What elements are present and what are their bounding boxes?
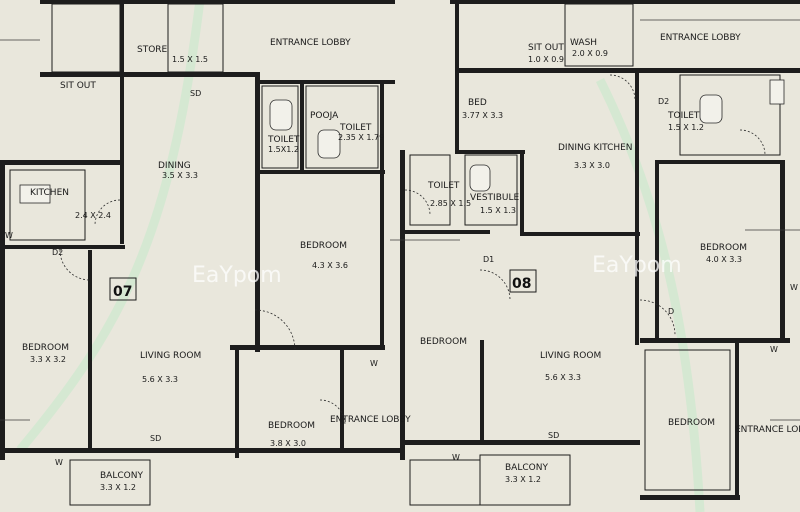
room-toilet-lobby-left-name: TOILET [267, 135, 300, 145]
room-balcony-bottom-left-name: BALCONY [100, 471, 143, 481]
tag-d2-left: D2 [52, 248, 63, 257]
tag-d-right: D [668, 307, 674, 316]
room-dining-kitchen-name: DINING KITCHEN [558, 143, 633, 153]
tag-d1: D1 [483, 255, 494, 264]
wc-fixture-3 [699, 94, 723, 124]
room-dining-left-dim: 3.5 X 3.3 [162, 171, 198, 180]
tag-w-1: W [370, 359, 378, 368]
wc-fixture-2 [317, 129, 341, 159]
room-balcony-bottom-right-dim: 3.3 X 1.2 [505, 475, 541, 484]
tag-w-3: W [55, 458, 63, 467]
tag-sd-1: SD [190, 89, 201, 98]
room-living-right-name: LIVING ROOM [540, 351, 601, 361]
room-vestibule-dim: 1.5 X 1.3 [480, 206, 516, 215]
wc-fixture-4 [469, 164, 491, 192]
tag-sd-3: SD [548, 431, 559, 440]
room-entrance-right-edge-name: ENTRANCE LOBBY [735, 425, 800, 435]
room-wash-name: WASH [570, 38, 597, 48]
tag-w-6: W [790, 283, 798, 292]
room-pooja-name: POOJA [310, 111, 339, 121]
tag-d2-right: D2 [658, 97, 669, 106]
inner-lines [0, 3, 800, 506]
wc-fixture-1 [269, 99, 293, 131]
room-bedroom-right-big-name: BEDROOM [700, 243, 747, 253]
room-balcony-bottom-right-name: BALCONY [505, 463, 548, 473]
room-entrance-lobby-center-name: ENTRANCE LOBBY [330, 415, 411, 425]
room-toilet-lobby-left-dim: 1.5X1.2 [268, 145, 299, 154]
room-living-left-dim: 5.6 X 3.3 [142, 375, 178, 384]
tag-w-2: W [452, 453, 460, 462]
room-bedroom-left-name: BEDROOM [22, 343, 69, 353]
room-bedroom-center-name: BEDROOM [300, 241, 347, 251]
room-dining-left-name: DINING [158, 161, 191, 171]
room-balcony-bottom-left-dim: 3.3 X 1.2 [100, 483, 136, 492]
room-kitchen-left-name: KITCHEN [30, 188, 69, 198]
room-sitout-right-dim: 1.0 X 0.9 [528, 55, 564, 64]
room-bedroom-right-big-dim: 4.0 X 3.3 [706, 255, 742, 264]
room-toilet-top-right-dim: 1.5 X 1.2 [668, 123, 704, 132]
room-bedroom-left-dim: 3.3 X 3.2 [30, 355, 66, 364]
room-dining-kitchen-dim: 3.3 X 3.0 [574, 161, 610, 170]
room-toilet-center-dim: 2.85 X 1.5 [430, 199, 471, 208]
room-store-dim: 1.5 X 1.5 [172, 55, 208, 64]
room-bedroom-center-right-name: BEDROOM [420, 337, 467, 347]
room-bedroom-left-low-name: BEDROOM [268, 421, 315, 431]
room-toilet-top-right-name: TOILET [667, 111, 700, 121]
fixtures [19, 79, 785, 204]
room-store-name: STORE [137, 45, 168, 55]
room-bed-top-right-name: BED [468, 98, 487, 108]
tag-w-5: W [770, 345, 778, 354]
unit-number-left: 07 [113, 284, 132, 300]
green-curve-left [16, 0, 205, 453]
watermark-right: EaYpom [592, 253, 682, 278]
room-entrance-top-right-name: ENTRANCE LOBBY [660, 33, 741, 43]
room-labels: STORE 1.5 X 1.5 SIT OUT ENTRANCE LOBBY T… [22, 33, 800, 492]
room-vestibule-name: VESTIBULE [470, 193, 519, 203]
room-sitout-top-name: SIT OUT [60, 81, 96, 91]
room-bedroom-left-low-dim: 3.8 X 3.0 [270, 439, 306, 448]
door-swings [59, 74, 766, 426]
room-toilet-center-name: TOILET [427, 181, 460, 191]
watermark-left: EaYpom [192, 263, 282, 288]
room-toilet-mid-dim: 2.35 X 1.79 [338, 133, 384, 142]
opening-tags: SD SD SD D1 D2 D2 D W W W W W W [5, 89, 798, 467]
green-curve-right [595, 77, 705, 512]
walls [0, 0, 800, 500]
sink-fixture [19, 184, 51, 204]
unit-number-right: 08 [512, 276, 531, 292]
room-toilet-mid-name: TOILET [339, 123, 372, 133]
tag-w-4: W [5, 231, 13, 240]
basin-fixture [769, 79, 785, 105]
unit-box-right [509, 269, 537, 293]
room-living-right-dim: 5.6 X 3.3 [545, 373, 581, 382]
room-bed-top-right-dim: 3.77 X 3.3 [462, 111, 503, 120]
room-bedroom-center-dim: 4.3 X 3.6 [312, 261, 348, 270]
unit-box-left [109, 277, 137, 301]
room-living-left-name: LIVING ROOM [140, 351, 201, 361]
room-bedroom-right-low-name: BEDROOM [668, 418, 715, 428]
room-sitout-right-name: SIT OUT [528, 43, 564, 53]
tag-sd-2: SD [150, 434, 161, 443]
room-wash-dim: 2.0 X 0.9 [572, 49, 608, 58]
room-kitchen-left-dim: 2.4 X 2.4 [75, 211, 111, 220]
room-entrance-top-left-name: ENTRANCE LOBBY [270, 38, 351, 48]
